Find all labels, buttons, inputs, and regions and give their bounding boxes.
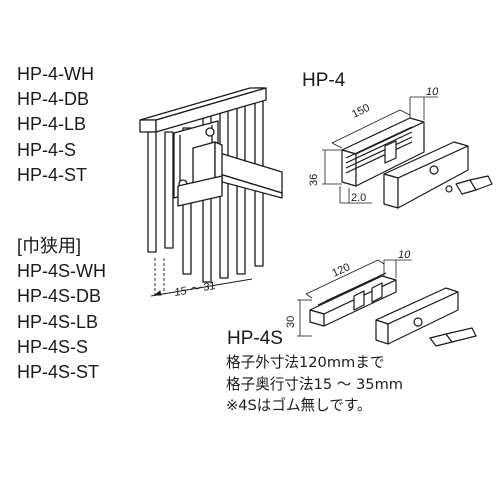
hp4s-part [309,272,477,347]
hp4s-depth-label: 10 [398,249,411,261]
lattice-post [147,131,157,253]
install-range-dimension [150,258,253,298]
hp4s-plate-hole-icon [413,317,423,327]
hp4-stud [384,140,397,164]
hp4-length-label: 150 [350,102,372,121]
model-code: HP-4-WH [17,64,94,84]
model-code: HP-4S-LB [17,311,99,332]
hp4-washer-icon [445,185,453,193]
hp4s-plate-front [375,319,389,345]
hp4-bolt-shank-icon [469,175,493,191]
hp4s-dimensions [297,259,412,337]
note-depth-range: 格子奥行寸法15 ～ 35mm [226,375,404,393]
model-list-narrow: [巾狭用] HP-4S-WH HP-4S-DB HP-4S-LB HP-4S-S… [17,234,106,385]
model-code: HP-4-DB [17,89,90,110]
hp4-title: HP-4 [302,70,346,91]
model-code: HP-4S-S [17,336,89,357]
hp4-depth-label: 10 [426,86,439,98]
install-range-label: 15 ～ 31 [173,280,216,299]
install-illustration [139,87,283,283]
hp4s-stud [371,282,383,303]
model-list-standard: HP-4-WH HP-4-DB HP-4-LB HP-4-S HP-4-ST [17,62,94,188]
hp4s-length-label: 120 [330,261,352,279]
hp4s-stud [353,290,365,311]
hp4s-height-label: 30 [285,316,297,328]
model-code: HP-4S-ST [17,362,100,383]
hp4-bracket-front [341,149,357,187]
lattice-post [164,131,174,249]
hp4-dimensions [322,96,438,204]
model-code: HP-4S-DB [17,286,102,307]
lower-plate [177,175,223,207]
hp4-plate-side [397,145,469,209]
narrow-width-label: [巾狭用] [17,236,82,256]
screw-icon [205,127,215,137]
hp4s-notes: 格子外寸法120mmまで 格子奥行寸法15 ～ 35mm ※4Sはゴム無しです。 [226,352,403,417]
hp4s-plate-side [387,291,459,345]
note-outer-size: 格子外寸法120mmまで [226,354,385,371]
hp4s-title: HP-4S [227,328,283,349]
lattice-rail-front [139,119,157,133]
hp4-plate-front [383,173,399,209]
model-code: HP-4-S [17,139,77,160]
hp4-plate-hole-icon [429,165,439,175]
hp4-height-label: 36 [308,174,320,186]
hp4-part [341,117,493,209]
model-code: HP-4S-WH [17,261,106,282]
lattice-rail-side [155,87,267,133]
model-code: HP-4-ST [17,164,88,185]
note-no-rubber: ※4Sはゴム無しです。 [226,397,372,414]
model-code: HP-4-LB [17,114,87,135]
hp4-thickness-label: 2.0 [351,192,366,204]
hp4s-bolt-shank-icon [445,327,477,343]
